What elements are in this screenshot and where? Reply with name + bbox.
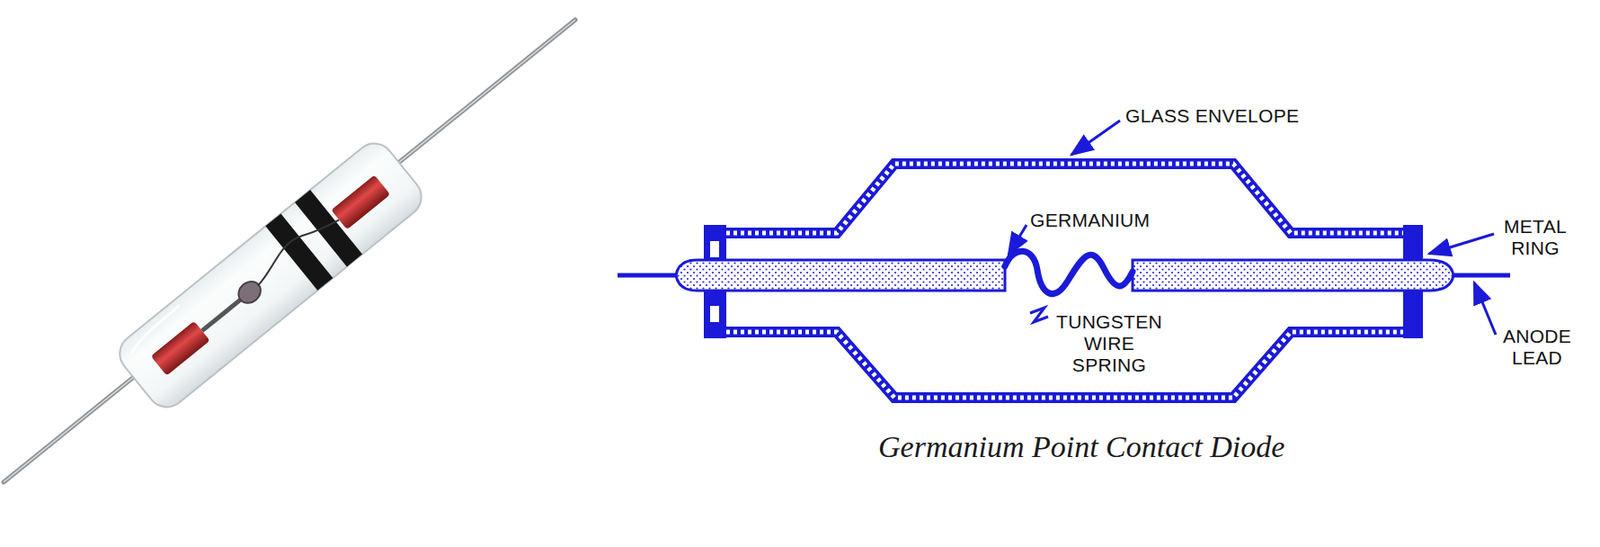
figure-caption: Germanium Point Contact Diode (878, 429, 1285, 464)
metal-ring-label: METAL RING (1499, 215, 1572, 259)
anode-lead-label: ANODE LEAD (1501, 325, 1574, 369)
spring-label: TUNGSTEN WIRE SPRING (1050, 311, 1168, 376)
germanium-label: GERMANIUM (1030, 209, 1150, 232)
envelope-label: GLASS ENVELOPE (1125, 105, 1299, 127)
